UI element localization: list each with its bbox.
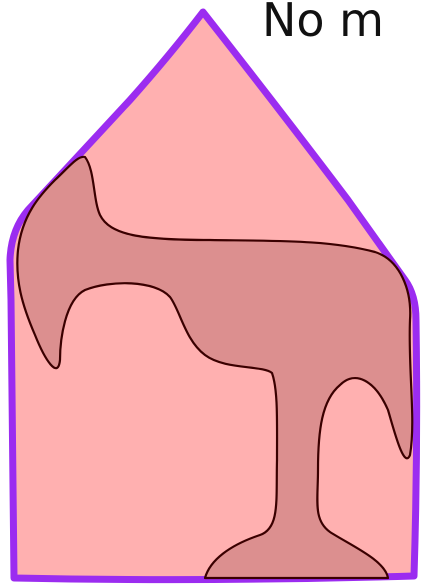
caption-text: No m	[262, 0, 384, 46]
